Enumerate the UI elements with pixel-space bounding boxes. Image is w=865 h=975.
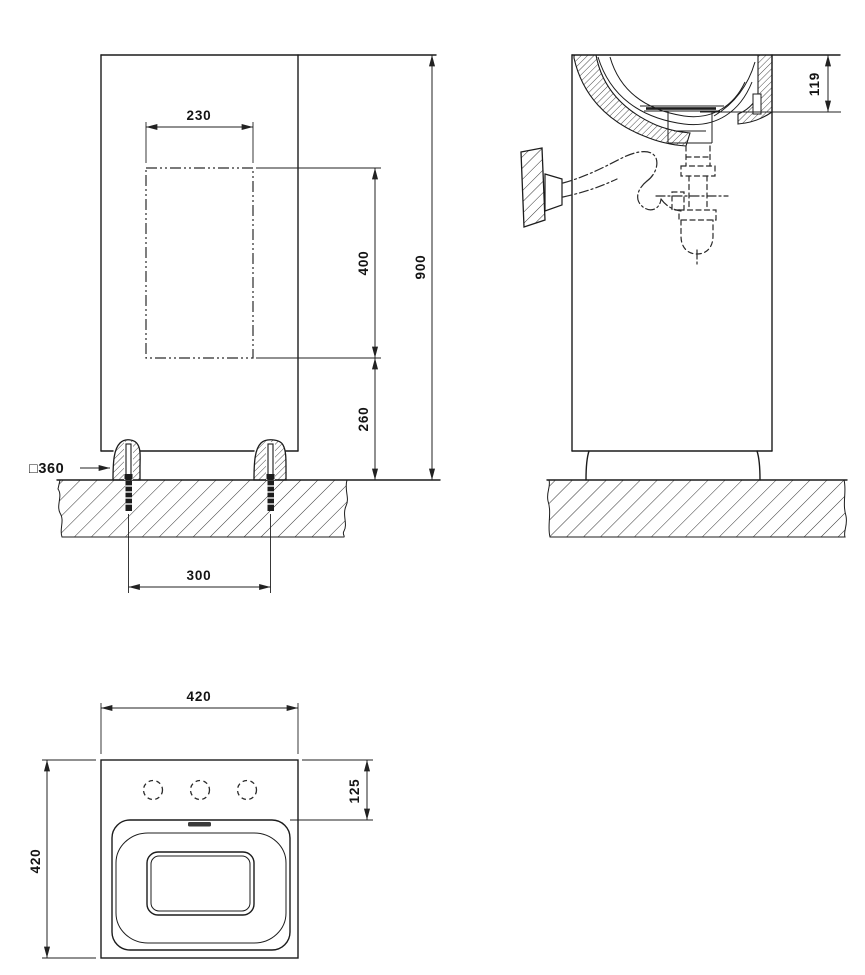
plinth-right-side <box>756 450 761 481</box>
bowl-back-edge <box>713 61 756 117</box>
bowl-curve-outer <box>597 56 753 126</box>
dimension-119: 119 <box>700 55 841 113</box>
faucet-holes <box>142 779 258 801</box>
hidden-recess-outline <box>145 167 254 359</box>
basin-rim-outer <box>111 819 291 951</box>
dimension-400: 400 <box>256 167 381 359</box>
dimension-125: 125 <box>290 759 373 821</box>
drain-trap-hidden <box>655 145 729 265</box>
fixing-bracket-right <box>253 439 287 511</box>
anchor-bolt-left-thread <box>125 481 132 511</box>
bracket-right-nut <box>266 474 275 480</box>
bracket-left-nut <box>124 474 133 480</box>
bracket-right-bolt-rod <box>267 443 274 481</box>
basin-rim-inner <box>115 832 287 944</box>
plan-view: 420 420 125 <box>28 689 373 959</box>
floor-hatch-side <box>547 479 847 538</box>
dim-label-260: 260 <box>356 407 371 432</box>
faucet-hole-center <box>189 779 211 801</box>
dim-label-360: □360 <box>29 461 64 477</box>
supply-hose-hidden <box>562 151 682 212</box>
basin-outline-plan <box>100 759 299 959</box>
supply-fitting <box>544 173 563 212</box>
dimension-230: 230 <box>145 108 254 163</box>
drain-outlet <box>640 105 724 144</box>
dim-label-230: 230 <box>187 108 212 123</box>
faucet-hole-left <box>142 779 164 801</box>
plinth-left-side <box>585 450 590 481</box>
dim-label-300: 300 <box>187 568 212 583</box>
overflow-channel-slot <box>752 93 762 115</box>
wall-block-hatch <box>520 147 546 228</box>
bowl-bottom-inner <box>150 855 251 912</box>
dimension-260: 260 <box>356 358 379 480</box>
wall-supply-block <box>520 147 563 228</box>
dim-label-900: 900 <box>413 255 428 280</box>
floor-hatch-front <box>57 479 348 538</box>
front-view: 230 400 260 900 300 □360 <box>29 54 441 593</box>
bowl-bottom-outer <box>146 851 255 916</box>
dim-label-119: 119 <box>807 72 822 96</box>
side-view: 119 <box>520 54 848 538</box>
dimension-420-width: 420 <box>100 689 299 754</box>
dim-label-400: 400 <box>356 251 371 276</box>
overflow-slot <box>188 822 211 827</box>
dim-label-420-width: 420 <box>187 689 212 704</box>
fixing-bracket-left <box>112 439 141 511</box>
bowl-curve-inner <box>609 56 746 118</box>
dimension-300: 300 <box>128 514 271 593</box>
dimension-420-depth: 420 <box>28 759 96 959</box>
wall-square-callout: □360 <box>29 461 110 477</box>
bracket-left-bolt-rod <box>125 443 132 481</box>
anchor-bolt-right-thread <box>267 481 274 511</box>
dim-label-420-depth: 420 <box>28 849 43 874</box>
dim-label-125: 125 <box>347 779 362 804</box>
dimension-900: 900 <box>413 55 436 480</box>
faucet-hole-right <box>236 779 258 801</box>
basin-section-band-front <box>573 54 691 147</box>
basin-section <box>573 54 773 147</box>
